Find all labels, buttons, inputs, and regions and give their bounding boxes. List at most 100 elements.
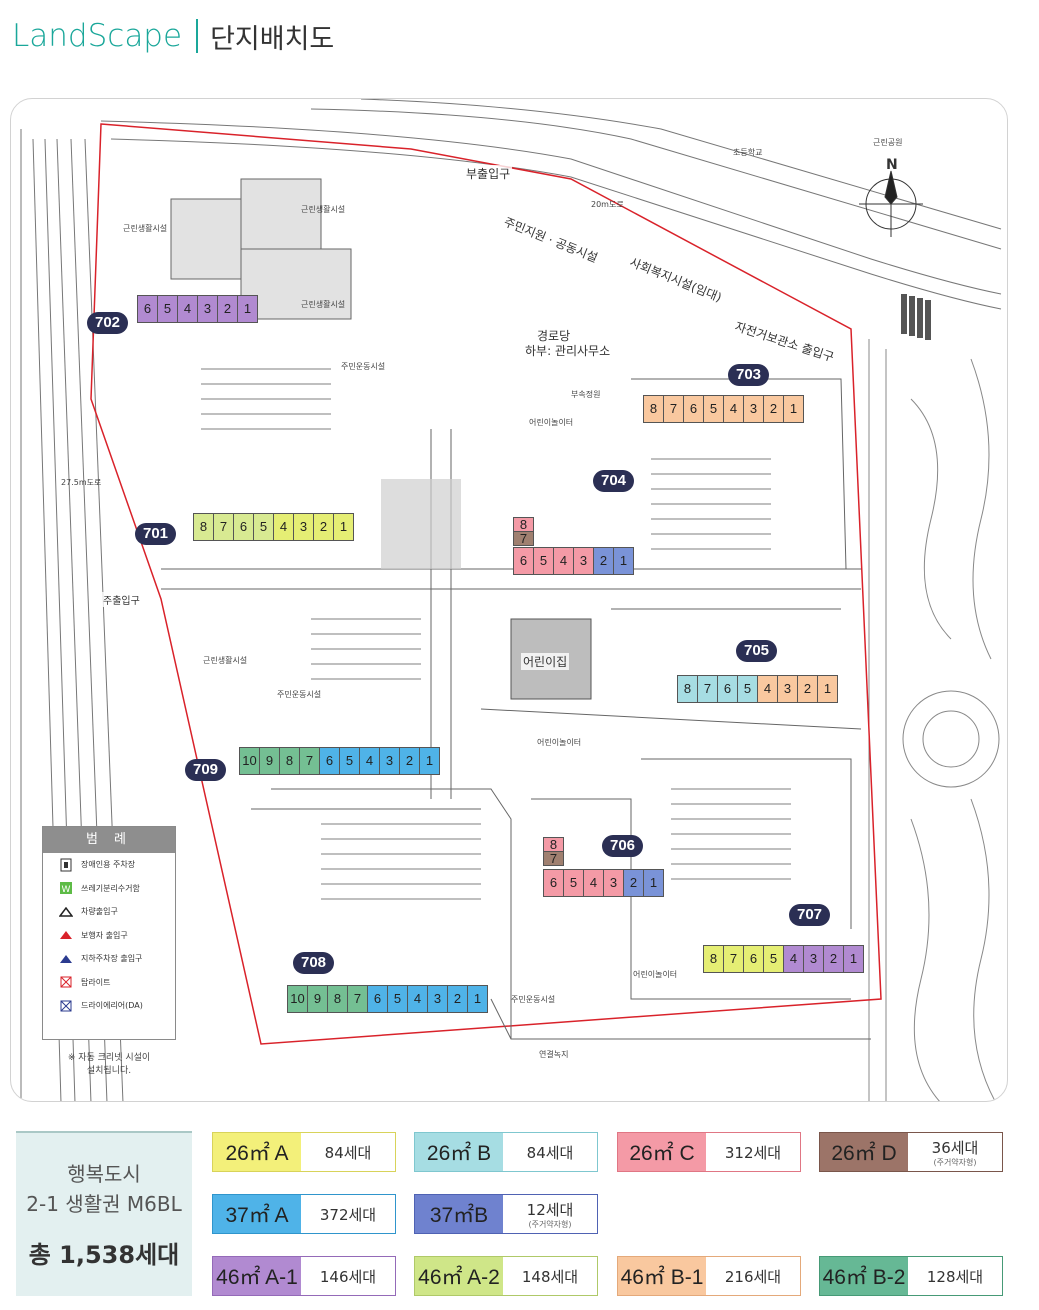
- unit-cell: 1: [613, 547, 634, 575]
- unit-type-46a2: 46㎡ A-2 148세대: [414, 1256, 598, 1296]
- unit-cell: 5: [157, 295, 178, 323]
- recycling-icon: W: [59, 881, 73, 895]
- unit-cell: 6: [743, 945, 764, 973]
- garden-label: 부속정원: [571, 390, 601, 399]
- unit-cell: 2: [313, 513, 334, 541]
- unit-cell: 2: [399, 747, 420, 775]
- toplight-icon: [59, 975, 73, 989]
- vehicle-entrance-icon: [59, 905, 73, 919]
- building-703-badge[interactable]: 703: [728, 364, 770, 386]
- unit-cell: 7: [663, 395, 684, 423]
- unit-cell: 3: [777, 675, 798, 703]
- unit-cell: 7: [347, 985, 368, 1013]
- building-701-badge[interactable]: 701: [135, 523, 177, 545]
- legend-title: 범 례: [43, 827, 175, 853]
- household-count: 148세대: [521, 1267, 579, 1286]
- pedestrian-entrance-icon: [59, 928, 73, 942]
- household-count: 372세대: [319, 1205, 377, 1224]
- exercise-label-1: 주민운동시설: [341, 362, 386, 371]
- unit-cell: 5: [533, 547, 554, 575]
- unit-type-count: 84세대: [503, 1133, 597, 1171]
- facility-label-1: 근린생활시설: [301, 205, 346, 214]
- page-title: 단지배치도: [210, 23, 335, 55]
- unit-type-name: 46㎡ B-1: [618, 1257, 706, 1295]
- site-plan-map: N 부출입구 주출입구 자전거보관소 출입구 주민지원 · 공동시설 사회복지시…: [10, 98, 1008, 1102]
- site-plan-drawing: [20, 99, 1002, 1101]
- unit-cell: 5: [563, 869, 584, 897]
- building-702-badge[interactable]: 702: [87, 312, 129, 334]
- unit-cell: 4: [783, 945, 804, 973]
- unit-cell: 5: [387, 985, 408, 1013]
- unit-cell: 1: [237, 295, 258, 323]
- unit-cell: 8: [543, 837, 564, 852]
- legend-item-underground-parking: 지하주차장 출입구: [43, 947, 175, 971]
- unit-cell: 7: [723, 945, 744, 973]
- unit-cell: 5: [703, 395, 724, 423]
- building-706-badge[interactable]: 706: [602, 835, 644, 857]
- unit-cell: 5: [763, 945, 784, 973]
- site-boundary: [90, 123, 882, 1045]
- unit-type-name: 46㎡ A-2: [415, 1257, 503, 1295]
- unit-cell: 10: [287, 985, 308, 1013]
- unit-cell: 6: [543, 869, 564, 897]
- unit-cell: 8: [677, 675, 698, 703]
- unit-cell: 6: [319, 747, 340, 775]
- building-709-badge[interactable]: 709: [185, 759, 227, 781]
- household-count: 128세대: [926, 1267, 984, 1286]
- household-count: 146세대: [319, 1267, 377, 1286]
- unit-cell: 2: [763, 395, 784, 423]
- unit-cell: 5: [737, 675, 758, 703]
- exercise-label-2: 주민운동시설: [277, 690, 322, 699]
- unit-cell: 3: [803, 945, 824, 973]
- building-707-badge[interactable]: 707: [789, 904, 831, 926]
- unit-cell: 8: [193, 513, 214, 541]
- underground-parking-icon: [59, 952, 73, 966]
- complex-name: 행복도시 2-1 생활권 M6BL: [26, 1162, 182, 1216]
- unit-cell: 1: [817, 675, 838, 703]
- unit-cell: 4: [757, 675, 778, 703]
- building-704-badge[interactable]: 704: [593, 470, 635, 492]
- dry-area-icon: [59, 999, 73, 1013]
- unit-cell: 2: [797, 675, 818, 703]
- unit-cell: 2: [593, 547, 614, 575]
- green-label: 연결녹지: [539, 1050, 569, 1059]
- total-households: 총 1,538세대: [28, 1241, 180, 1269]
- unit-type-count: 12세대(주거약자형): [503, 1195, 597, 1233]
- parking-lots: [201, 368, 791, 900]
- road-north-label: 20m도로: [591, 200, 624, 209]
- unit-cell: 4: [359, 747, 380, 775]
- east-park: [868, 339, 1000, 1101]
- unit-cell: 6: [137, 295, 158, 323]
- map-legend: 범 례 장애인용 주차장 W 쓰레기분리수거함 차량출입구 보행자 출입구 지하…: [42, 826, 176, 1040]
- household-count: 36세대: [931, 1138, 979, 1157]
- unit-type-name: 26㎡ D: [820, 1133, 908, 1171]
- exercise-label-3: 주민운동시설: [511, 995, 556, 1004]
- unit-cell: 1: [419, 747, 440, 775]
- unit-cell: 2: [623, 869, 644, 897]
- legend-item-recycling: W 쓰레기분리수거함: [43, 877, 175, 901]
- unit-cell: 1: [783, 395, 804, 423]
- unit-cell: 7: [513, 531, 534, 546]
- unit-cell: 9: [307, 985, 328, 1013]
- unit-cell: 4: [723, 395, 744, 423]
- unit-cell: 6: [717, 675, 738, 703]
- playground-label-2: 어린이놀이터: [537, 738, 582, 747]
- building-705-badge[interactable]: 705: [736, 640, 778, 662]
- unit-cell: 1: [643, 869, 664, 897]
- building-708-badge[interactable]: 708: [293, 952, 335, 974]
- crosswalk: [901, 294, 931, 340]
- unit-cell: 5: [253, 513, 274, 541]
- unit-cell: 4: [553, 547, 574, 575]
